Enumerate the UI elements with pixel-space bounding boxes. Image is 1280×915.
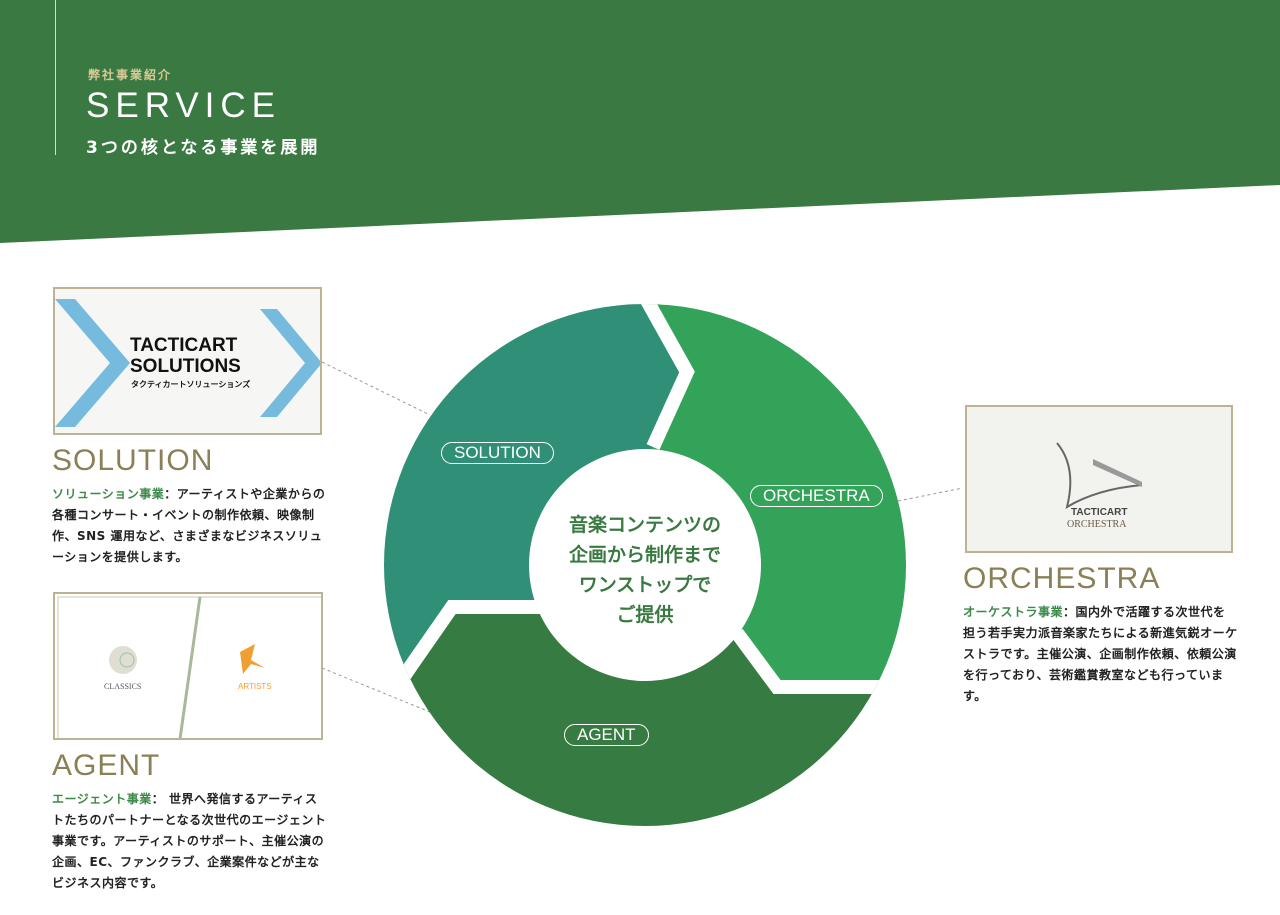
page-title: SERVICE [86, 86, 282, 125]
agent-logo-image: CLASSICS ARTISTS [53, 592, 323, 740]
center-line: ワンストップで [578, 574, 712, 596]
connector-solution [321, 361, 431, 416]
orchestra-logo-image: TACTICART ORCHESTRA [965, 405, 1233, 553]
orchestra-text: ：国内外で活躍する次世代を担う若手実力派音楽家たちによる新進気鋭オーケストラです… [963, 605, 1238, 703]
agent-heading: AGENT [52, 749, 161, 782]
solution-logo-line1: TACTICART [130, 335, 238, 356]
center-line: 音楽コンテンツの [568, 514, 721, 536]
agent-pill[interactable]: AGENT [564, 724, 649, 746]
orchestra-emblem [1056, 442, 1143, 510]
solution-text: ：アーティストや企業からの各種コンサート・イベントの制作依頼、映像制作、SNS … [52, 487, 326, 564]
orchestra-logo-line1: TACTICART [1071, 507, 1128, 518]
solution-description: ソリューション事業：アーティストや企業からの各種コンサート・イベントの制作依頼、… [52, 484, 327, 568]
agent-keyword: エージェント事業 [52, 792, 152, 806]
center-message: 音楽コンテンツの 企画から制作まで ワンストップで ご提供 [545, 510, 745, 630]
center-circle [529, 449, 761, 681]
solution-heading: SOLUTION [52, 444, 214, 477]
solution-keyword: ソリューション事業 [52, 487, 165, 501]
agent-text: ： 世界へ発信するアーティストたちのパートナーとなる次世代のエージェント事業です… [52, 792, 327, 890]
orchestra-description: オーケストラ事業：国内外で活躍する次世代を担う若手実力派音楽家たちによる新進気鋭… [963, 602, 1238, 707]
solution-logo-kana: タクティカートソリューションズ [131, 380, 251, 389]
chevron-graphic [55, 299, 320, 427]
orchestra-heading: ORCHESTRA [963, 562, 1161, 595]
orchestra-logo-line2: ORCHESTRA [1067, 519, 1127, 530]
orchestra-keyword: オーケストラ事業 [963, 605, 1064, 619]
center-line: ご提供 [616, 604, 674, 626]
solution-pill[interactable]: SOLUTION [441, 442, 554, 464]
center-line: 企画から制作まで [568, 544, 721, 566]
agent-description: エージェント事業： 世界へ発信するアーティストたちのパートナーとなる次世代のエー… [52, 789, 327, 894]
agent-logo-artists: ARTISTS [238, 682, 272, 691]
header-divider [55, 0, 56, 155]
agent-logos-graphic [57, 596, 321, 738]
artists-icon [240, 644, 265, 674]
connector-orchestra [897, 487, 964, 502]
page-subtitle: 3つの核となる事業を展開 [86, 138, 321, 158]
header-band [0, 0, 1280, 243]
solution-logo-line2: SOLUTIONS [130, 356, 241, 377]
agent-logo-classics: CLASSICS [104, 682, 142, 691]
classics-icon [109, 646, 137, 674]
connector-agent [321, 667, 431, 713]
header-eyebrow: 弊社事業紹介 [88, 68, 173, 82]
orchestra-pill[interactable]: ORCHESTRA [750, 485, 883, 507]
solution-logo-image: TACTICART SOLUTIONS タクティカートソリューションズ [53, 287, 322, 435]
